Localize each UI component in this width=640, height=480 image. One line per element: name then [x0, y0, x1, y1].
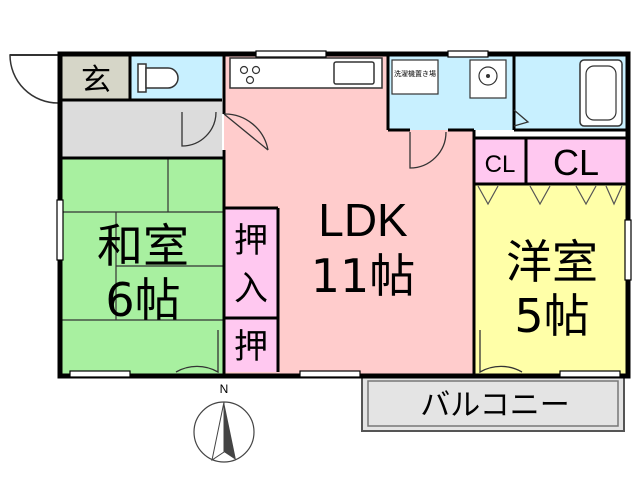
- compass-north-label: N: [220, 382, 229, 396]
- sink-icon: [333, 61, 375, 85]
- youshitsu-floor: [474, 184, 626, 374]
- north-compass: N: [193, 382, 255, 463]
- stove-burner-icon: [251, 65, 261, 75]
- youshitsu-label-line2: 5帖: [514, 289, 589, 343]
- balcony-rail: [367, 380, 619, 427]
- bathtub-icon: [579, 59, 623, 127]
- closet-small-floor: [474, 138, 526, 184]
- balcony: バルコニー: [361, 375, 625, 432]
- tatami-grid: [62, 158, 224, 321]
- hallway-floor: [62, 100, 222, 158]
- entrance-label: 玄: [81, 63, 111, 98]
- oshiire-large-label-line1: 押: [234, 221, 268, 261]
- wash-basin-icon: [469, 59, 507, 99]
- ldk-label-line1: LDK: [318, 194, 408, 246]
- interior-doors: [175, 109, 530, 374]
- washitsu-label-line1: 和室: [97, 219, 189, 273]
- oshiire-large-label-line2: 入: [234, 269, 268, 309]
- washroom-label: 洗濯機置き場: [394, 69, 436, 78]
- toilet-icon: [137, 63, 179, 93]
- closet-large-floor: [526, 138, 626, 184]
- closet-small-label: CL: [485, 151, 516, 178]
- washer-space: 洗濯機置き場: [391, 59, 439, 95]
- oshiire-small-floor: [224, 318, 278, 372]
- oshiire-large-floor: [224, 208, 278, 318]
- oshiire-small-label: 押: [234, 327, 268, 367]
- compass-needle-icon: [224, 402, 236, 460]
- entrance-door: [9, 54, 59, 104]
- closet-doors: [477, 185, 623, 206]
- stove-burner-icon: [245, 75, 255, 85]
- closet-large-label: CL: [553, 142, 599, 183]
- stove-burner-icon: [239, 65, 249, 75]
- washitsu-label-line2: 6帖: [105, 273, 180, 327]
- interior-walls: [62, 56, 626, 374]
- entrance-floor: [62, 56, 130, 100]
- kitchen-counter: [229, 57, 383, 89]
- balcony-floor: [361, 375, 625, 432]
- balcony-label: バルコニー: [420, 388, 569, 423]
- ldk-label-line2: 11帖: [311, 249, 416, 303]
- windows: [56, 50, 632, 378]
- youshitsu-label-line1: 洋室: [506, 235, 598, 289]
